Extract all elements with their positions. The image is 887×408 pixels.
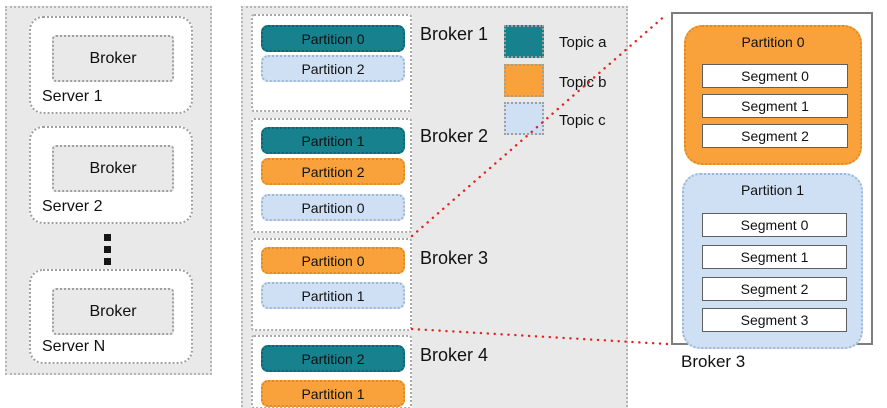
segment-box: Segment 1 [702, 245, 847, 269]
broker-3-box: Partition 0 Partition 1 [251, 238, 412, 331]
partition-pill: Partition 1 [261, 282, 405, 309]
broker-4-box: Partition 2 Partition 1 [251, 335, 412, 408]
broker-box: Broker [52, 288, 174, 335]
segment-box: Segment 2 [702, 124, 848, 148]
segment-box: Segment 1 [702, 94, 848, 118]
legend-topic-b-label: Topic b [559, 74, 607, 91]
vertical-ellipsis-icon [104, 234, 111, 265]
server-box-2: Broker Server 2 [29, 126, 193, 224]
partition-pill: Partition 1 [261, 380, 405, 407]
broker-box: Broker [52, 35, 174, 82]
partition-pill: Partition 2 [261, 345, 405, 372]
partition-pill: Partition 0 [261, 194, 405, 221]
partition-title: Partition 0 [741, 34, 805, 50]
broker-4-label: Broker 4 [420, 345, 489, 365]
detail-partition-1: Partition 1 Segment 0 Segment 1 Segment … [682, 173, 863, 349]
broker-detail-panel: Partition 0 Segment 0 Segment 1 Segment … [671, 12, 873, 349]
segment-box: Segment 0 [702, 213, 847, 237]
legend-topic-a-label: Topic a [559, 34, 607, 51]
broker-2-box: Partition 1 Partition 2 Partition 0 [251, 118, 412, 233]
partition-pill: Partition 2 [261, 158, 405, 185]
broker-3-label: Broker 3 [420, 248, 489, 268]
segment-box: Segment 3 [702, 308, 847, 332]
server-box-1: Broker Server 1 [29, 16, 193, 114]
partition-pill: Partition 0 [261, 25, 405, 52]
broker-cluster-panel: Partition 0 Partition 2 Broker 1 Partiti… [241, 6, 628, 408]
legend-topic-c-label: Topic c [559, 112, 606, 129]
broker-box: Broker [52, 145, 174, 192]
broker-2-label: Broker 2 [420, 126, 489, 146]
server-label: Server 1 [42, 88, 103, 105]
segment-box: Segment 2 [702, 277, 847, 301]
segment-box: Segment 0 [702, 64, 848, 88]
detail-caption: Broker 3 [681, 352, 746, 371]
partition-pill: Partition 2 [261, 55, 405, 82]
detail-partition-0: Partition 0 Segment 0 Segment 1 Segment … [684, 25, 862, 165]
partition-pill: Partition 0 [261, 247, 405, 274]
partition-pill: Partition 1 [261, 127, 405, 154]
server-label: Server N [42, 338, 106, 355]
broker-1-box: Partition 0 Partition 2 [251, 14, 412, 112]
server-box-n: Broker Server N [29, 269, 193, 364]
server-cluster-panel: Broker Server 1 Broker Server 2 Broker S… [5, 6, 212, 375]
legend-topic-a-swatch [504, 25, 544, 58]
legend-topic-c-swatch [504, 102, 544, 135]
legend-topic-b-swatch [504, 64, 544, 97]
partition-title: Partition 1 [740, 182, 805, 198]
broker-1-label: Broker 1 [420, 24, 489, 44]
server-label: Server 2 [42, 198, 103, 215]
